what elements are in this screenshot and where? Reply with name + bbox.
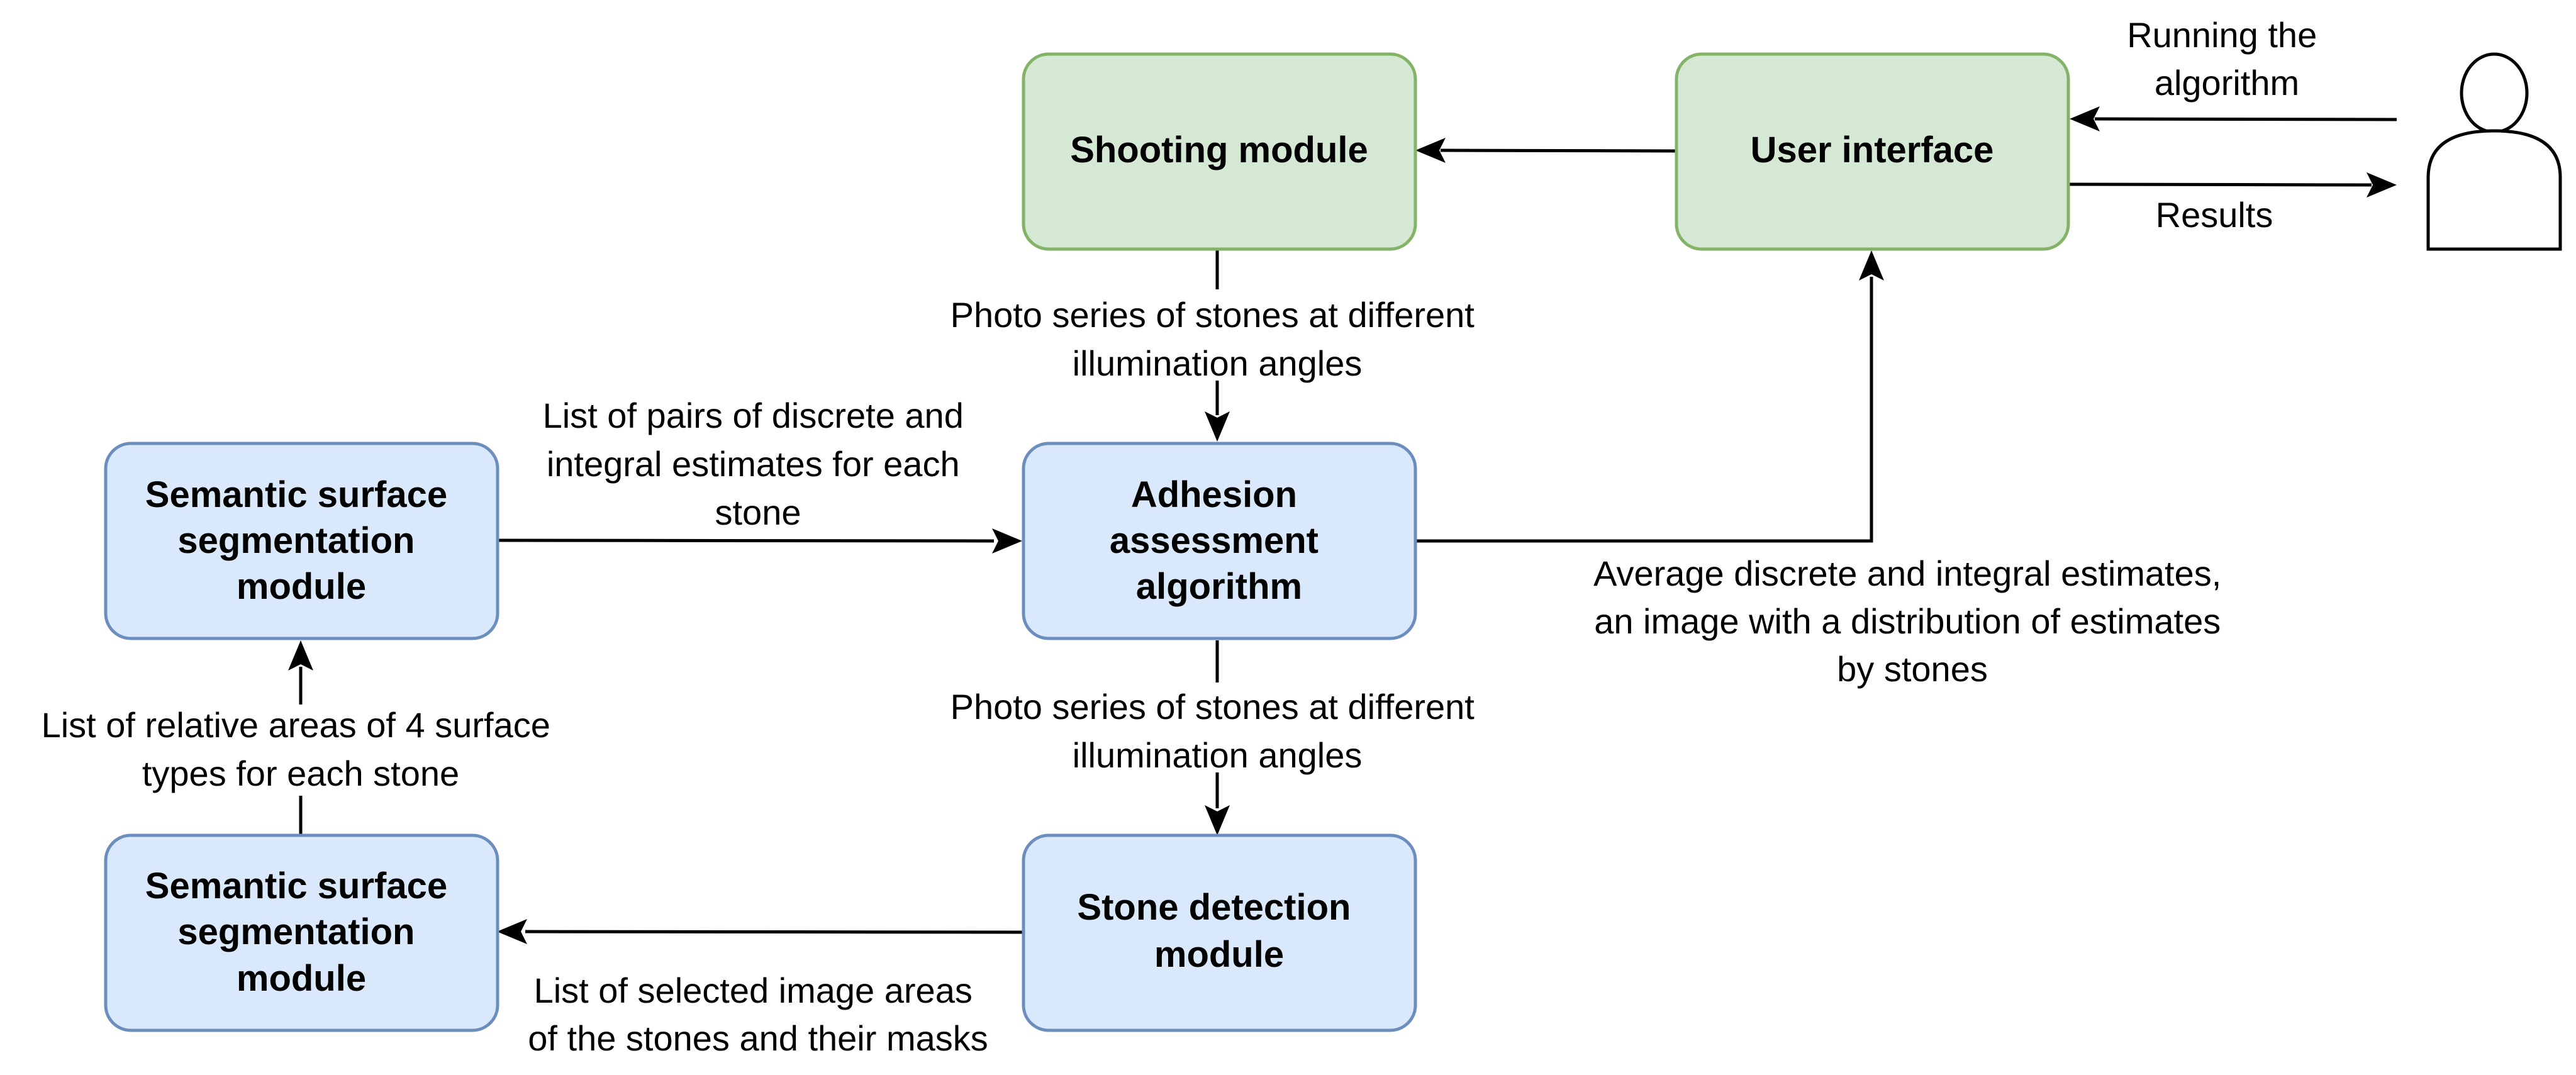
arrowhead-detection-to-segbottom [497,919,527,944]
segmentation-top-node: Semantic surface segmentation module [104,442,499,640]
label-average-estimates: Average discrete and integral estimates,… [1593,554,2231,689]
segmentation-bottom-box [104,833,499,1032]
adhesion-algorithm-node: Adhesion assessment algorithm [1022,442,1417,640]
shooting-module-label: Shooting module [1070,130,1368,170]
shooting-module-box [1022,52,1417,251]
arrowhead-adhesion-to-detection [1205,805,1230,835]
segmentation-top-box [104,442,499,640]
arrowhead-shooting-to-adhesion [1205,411,1230,442]
segmentation-bottom-label: Semantic surface segmentation module [145,866,457,999]
segmentation-top-label: Semantic surface segmentation module [145,474,457,607]
adhesion-algorithm-label: Adhesion assessment algorithm [1110,474,1329,607]
user-interface-label: User interface [1751,130,1994,170]
edge-segtop-to-adhesion [496,538,995,543]
shooting-module-node: Shooting module [1022,52,1417,251]
stone-detection-label: Stone detection module [1077,887,1361,975]
label-running-algorithm: Running the algorithm [2127,15,2327,103]
adhesion-algorithm-box [1022,442,1417,640]
user-interface-box [1675,52,2070,251]
label-pairs-list: List of pairs of discrete and integral e… [543,396,974,532]
edge-user-to-ui [2094,117,2397,121]
arrowhead-adhesion-to-ui [1859,250,1884,281]
label-photo-series-bottom: Photo series of stones at different illu… [951,687,1485,775]
edges [288,106,2397,944]
arrowhead-user-to-ui [2070,106,2100,131]
arrowhead-ui-to-shooting [1415,138,1446,163]
edge-ui-to-user [2069,182,2372,187]
user-interface-node: User interface [1675,52,2070,251]
segmentation-bottom-node: Semantic surface segmentation module [104,833,499,1032]
arrowhead-ui-to-user [2367,172,2397,198]
label-results: Results [2156,195,2273,235]
edge-ui-to-shooting [1440,148,1676,153]
label-selected-areas: List of selected image areas of the ston… [528,971,988,1058]
arrowhead-segbottom-to-segtop [288,640,313,671]
label-photo-series-top: Photo series of stones at different illu… [951,295,1485,383]
stone-detection-box [1022,833,1417,1032]
arrowhead-segtop-to-adhesion [992,528,1022,554]
stone-detection-node: Stone detection module [1022,833,1417,1032]
label-relative-areas: List of relative areas of 4 surface type… [42,705,560,793]
edge-adhesion-to-ui [1415,277,1873,543]
person-outline-icon [2426,52,2562,251]
